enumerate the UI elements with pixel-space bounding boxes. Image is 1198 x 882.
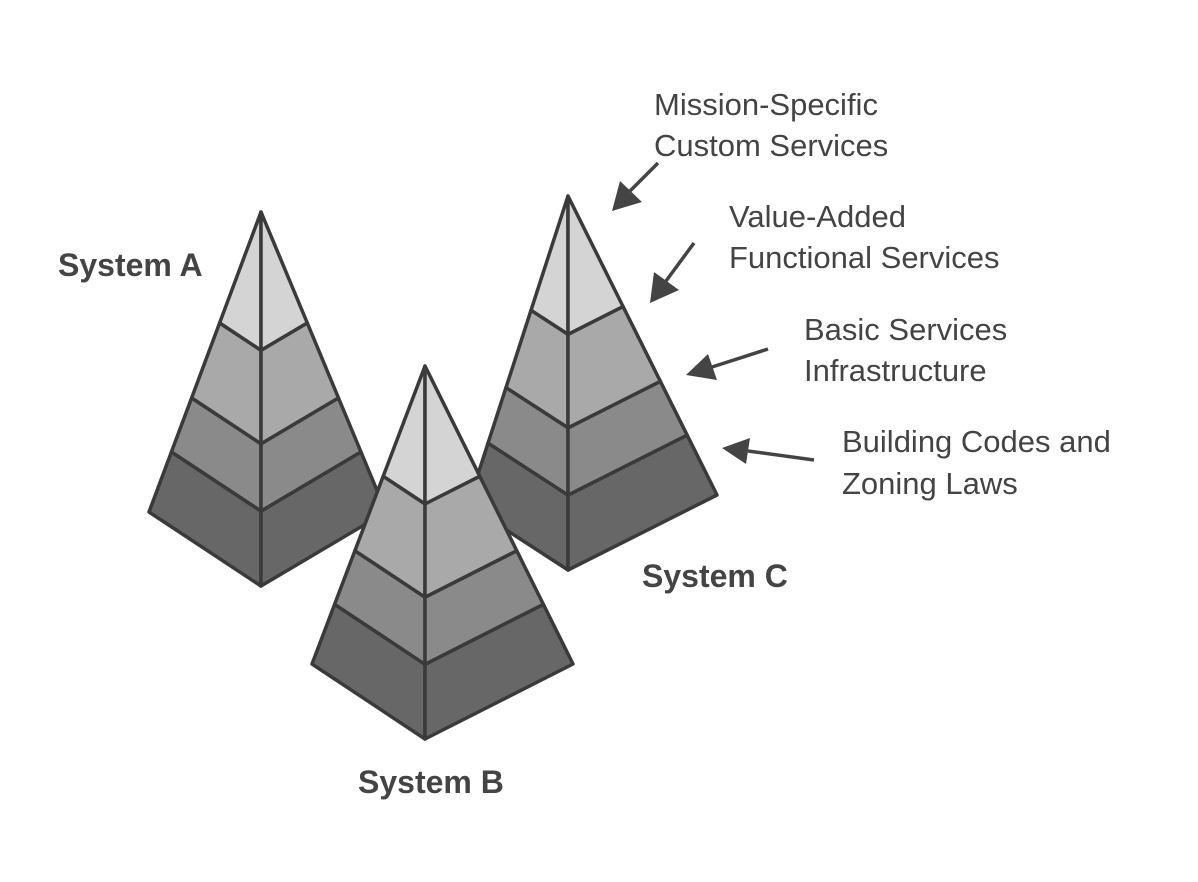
arrow-basic-services [686,347,769,380]
arrow-shaft [628,161,660,193]
arrow-head-icon [650,272,679,303]
layer-label-line: Value-Added [729,199,906,234]
layer-label-line: Zoning Laws [842,466,1018,501]
arrow-building-codes [722,438,815,464]
layer-label-basic-services: Basic Services Infrastructure [804,312,1007,388]
system-a-label: System A [58,247,203,283]
layer-label-line: Building Codes and [842,424,1111,459]
layer-label-line: Infrastructure [804,353,987,388]
layer-label-line: Basic Services [804,312,1007,347]
system-b-label: System B [358,764,504,800]
arrow-shaft [747,449,815,462]
layer-label-value-added: Value-Added Functional Services [729,199,1000,275]
layer-label-line: Custom Services [654,128,888,163]
arrow-head-icon [612,181,642,211]
arrow-shaft [664,241,696,283]
pyramid-c-tier-base-right-face [566,433,719,572]
pyramid-system-b [310,364,575,741]
arrow-head-icon [722,438,750,464]
arrow-mission-specific [612,161,660,211]
arrow-value-added [650,241,696,303]
system-c-label: System C [642,558,788,594]
pyramid-system-c [466,194,719,572]
layer-label-line: Mission-Specific [654,87,878,122]
pyramid-b-tier-base-right-face [423,602,575,741]
layer-label-building-codes: Building Codes and Zoning Laws [842,424,1111,501]
layer-label-mission-specific: Mission-Specific Custom Services [654,87,888,163]
arrow-head-icon [686,354,717,380]
pyramid-system-a [147,210,388,588]
arrow-shaft [711,347,769,369]
layer-label-line: Functional Services [729,240,1000,275]
